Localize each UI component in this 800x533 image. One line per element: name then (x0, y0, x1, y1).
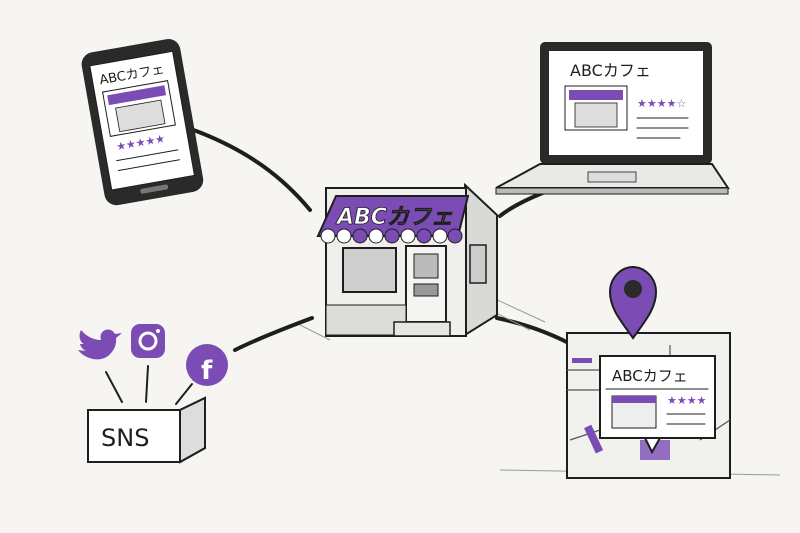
facebook-icon: f (186, 344, 228, 386)
map-title: ABCカフェ (612, 367, 688, 385)
sns-group: f SNS (78, 324, 228, 464)
map-listing: ABCカフェ ★★★★ (566, 265, 731, 479)
connector-shop-sns (233, 316, 314, 352)
connector-shop-map (495, 316, 580, 350)
cafe-shop: ABCカフェ (316, 182, 498, 337)
laptop: ABCカフェ ★★★★☆ (495, 42, 730, 195)
instagram-icon (131, 324, 165, 358)
connector-laptop-shop (498, 190, 547, 218)
laptop-title: ABCカフェ (570, 61, 651, 80)
laptop-rating-stars: ★★★★☆ (637, 97, 686, 110)
location-pin-icon (608, 265, 658, 340)
twitter-icon (78, 329, 122, 360)
shop-sign: ABCカフェ (335, 205, 453, 230)
map-rating-stars: ★★★★ (667, 394, 707, 407)
svg-text:f: f (201, 356, 213, 386)
smartphone: ABCカフェ ★★★★★ (81, 39, 204, 206)
connector-phone-shop (186, 126, 312, 212)
sns-label: SNS (101, 424, 149, 452)
